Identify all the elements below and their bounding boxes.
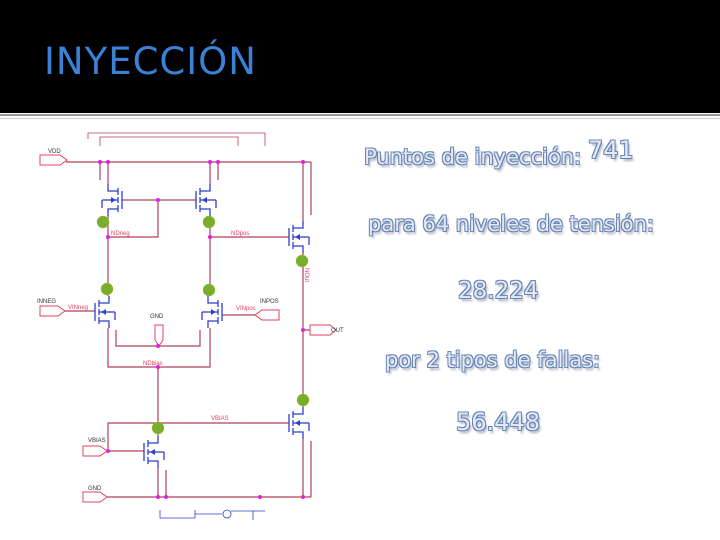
label-inpos: INPOS xyxy=(260,299,279,305)
port-inneg xyxy=(39,305,66,317)
label-out: OUT xyxy=(331,328,344,334)
nmos-output-transistor xyxy=(288,406,310,440)
net-vinpos: VINpos xyxy=(236,306,256,312)
net-ndbias: NDbias xyxy=(143,361,163,367)
fault-types-line: por 2 tipos de fallas: xyxy=(385,348,601,372)
injection-point xyxy=(100,282,114,296)
divider xyxy=(0,114,720,116)
label-gnd-mid: GND xyxy=(150,314,164,320)
net-vinneg: VINneg xyxy=(68,305,88,311)
nmos-left-transistor xyxy=(94,295,116,329)
slide-title: INYECCIÓN xyxy=(44,40,257,83)
pmos-right-transistor xyxy=(195,183,217,217)
net-vbias: VBIAS xyxy=(211,416,229,422)
top-bus xyxy=(87,132,266,146)
fault-types-total: 56.448 xyxy=(456,408,540,436)
voltage-levels-line: para 64 niveles de tensión: xyxy=(368,212,655,236)
wires xyxy=(65,161,312,498)
injection-point xyxy=(202,283,216,297)
injection-point xyxy=(296,393,310,407)
voltage-levels-total: 28.224 xyxy=(458,278,539,304)
port-vdd xyxy=(39,154,68,166)
label-vdd: VDD xyxy=(48,149,61,155)
pmos-left-transistor xyxy=(101,183,123,217)
pmos-output-transistor xyxy=(288,220,310,254)
title-bar: INYECCIÓN xyxy=(0,0,720,113)
net-nout: NOut xyxy=(303,268,309,282)
injection-point xyxy=(96,215,110,229)
port-out xyxy=(309,324,337,336)
injection-points-label: Puntos de inyección: xyxy=(364,145,582,169)
injection-point xyxy=(295,254,309,268)
port-vbias xyxy=(82,445,108,457)
label-vbias: VBIAS xyxy=(88,438,106,444)
misc-symbol xyxy=(159,509,265,520)
divider xyxy=(0,118,720,119)
injection-point xyxy=(151,421,165,435)
injection-points-value: 741 xyxy=(587,136,634,164)
net-ndneg: NDneg xyxy=(111,231,130,237)
nmos-bias-transistor xyxy=(143,435,165,469)
port-gnd xyxy=(82,491,108,503)
nmos-right-transistor xyxy=(201,295,223,329)
label-inneg: INNEG xyxy=(37,299,56,305)
junction-nodes xyxy=(98,160,305,499)
injection-points-line: Puntos de inyección: 741 xyxy=(364,136,634,170)
port-inpos xyxy=(254,309,280,321)
label-gnd: GND xyxy=(88,486,102,492)
net-ndpos: NDpos xyxy=(231,231,249,237)
injection-point xyxy=(202,215,216,229)
port-gnd-mid xyxy=(154,324,164,347)
